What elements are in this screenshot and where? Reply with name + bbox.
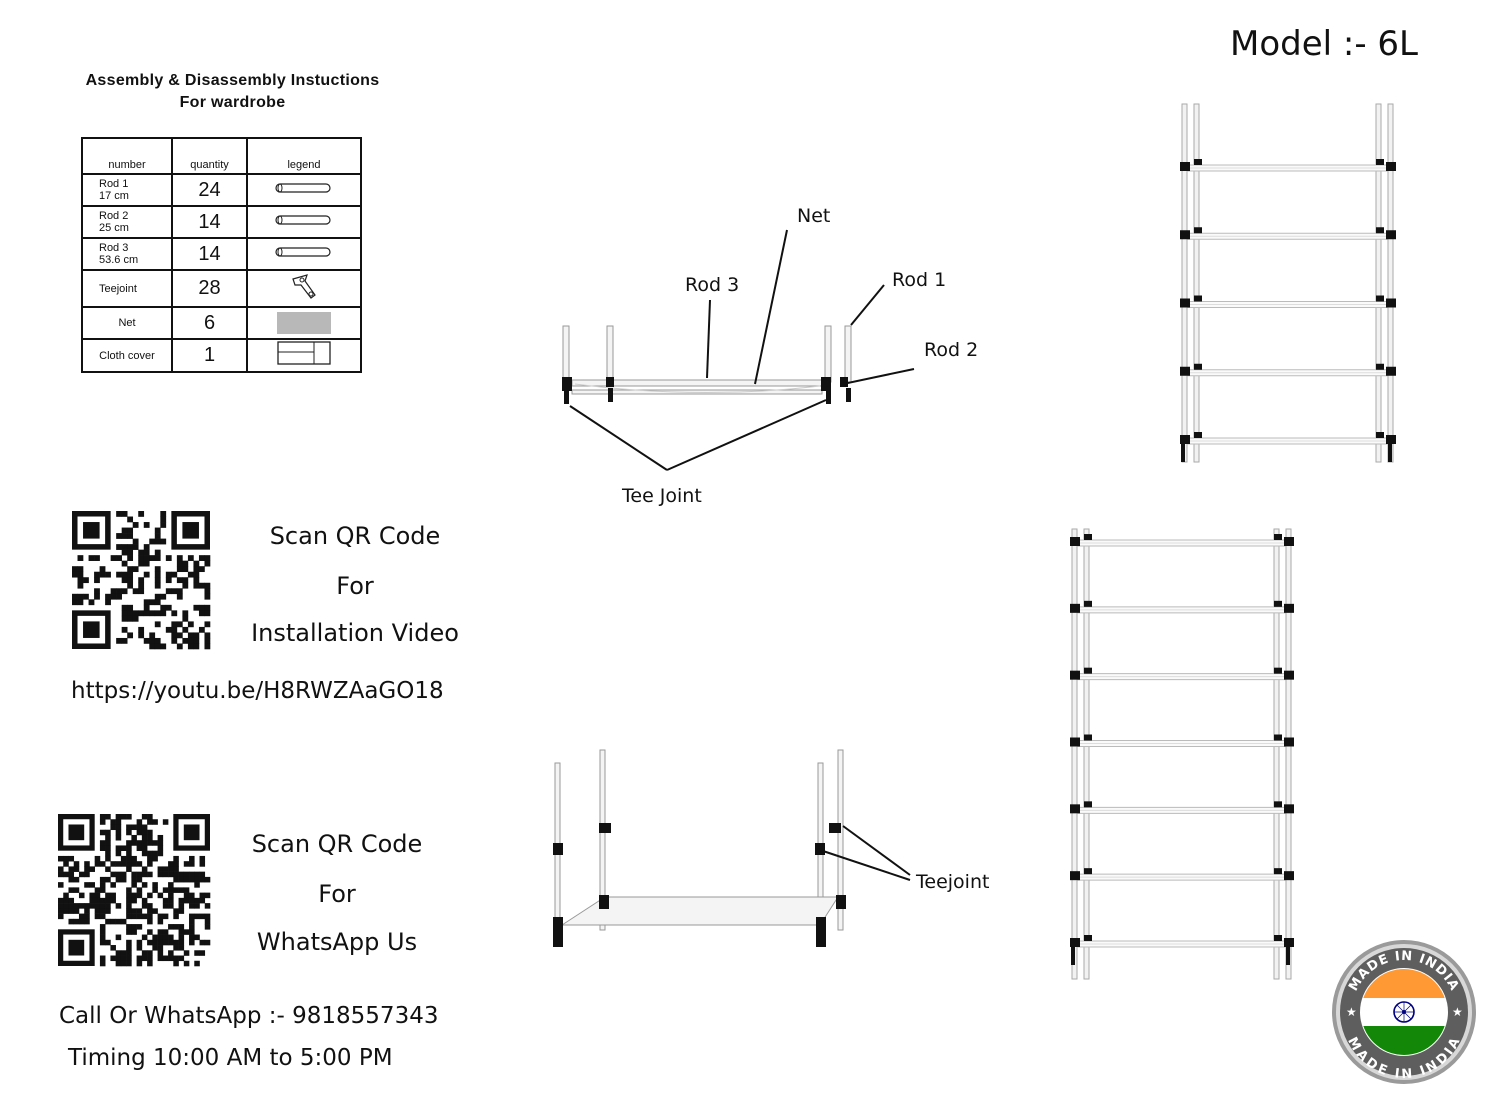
model-label: Model :- 6L <box>1230 24 1418 64</box>
table-row: Net 6 <box>81 306 362 340</box>
part-size: 53.6 cm <box>99 254 139 266</box>
star-icon: ★ <box>1346 1005 1357 1019</box>
part-name: Rod 1 <box>99 178 129 190</box>
part-size: 17 cm <box>99 190 129 202</box>
qr-code-whatsapp[interactable] <box>58 814 211 967</box>
header-legend: legend <box>246 137 362 175</box>
qr-code-video[interactable] <box>72 511 211 650</box>
rod-icon <box>275 182 331 193</box>
title-line-1: Assembly & Disassembly Instuctions <box>85 72 380 89</box>
teejoint-icon <box>292 274 316 299</box>
rod-icon <box>275 214 331 225</box>
part-name: Net <box>118 317 136 329</box>
part-name: Rod 3 <box>99 242 129 254</box>
part-name: Cloth cover <box>99 349 155 362</box>
table-row: Cloth cover 1 <box>81 338 362 373</box>
qr-video-caption: Scan QR Code For Installation Video <box>240 522 470 647</box>
header-number: number <box>81 137 173 175</box>
part-qty: 24 <box>171 173 248 207</box>
star-icon: ★ <box>1452 1005 1463 1019</box>
made-in-india-badge: MADE IN INDIA MADE IN INDIA ★ ★ <box>1332 940 1476 1084</box>
qr-video-line1: Scan QR Code <box>269 522 441 550</box>
label-tee-joint: Tee Joint <box>622 485 702 507</box>
instructions-title: Assembly & Disassembly Instuctions For w… <box>60 70 405 114</box>
base-assembly-diagram <box>562 229 915 471</box>
seven-shelf-rack-diagram <box>1070 528 1294 980</box>
title-line-2: For wardrobe <box>179 94 286 111</box>
part-qty: 14 <box>171 205 248 239</box>
label-rod3: Rod 3 <box>685 274 740 296</box>
part-qty: 1 <box>171 338 248 373</box>
frame-teejoint-diagram <box>553 749 911 947</box>
qr-video-line2: For <box>336 572 374 600</box>
qr-whatsapp-line2: For <box>318 880 356 908</box>
timing-text: Timing 10:00 AM to 5:00 PM <box>68 1045 393 1071</box>
part-qty: 28 <box>171 269 248 308</box>
label-net: Net <box>797 205 831 227</box>
label-teejoint: Teejoint <box>916 871 990 893</box>
qr-whatsapp-line3: WhatsApp Us <box>256 928 418 956</box>
cloth-cover-icon <box>277 341 331 365</box>
rod-icon <box>275 246 331 257</box>
part-name: Teejoint <box>99 282 137 295</box>
table-row: Teejoint 28 <box>81 269 362 308</box>
call-whatsapp-number[interactable]: Call Or WhatsApp :- 9818557343 <box>59 1003 439 1029</box>
part-name: Rod 2 <box>99 210 129 222</box>
label-rod2: Rod 2 <box>924 339 979 361</box>
five-shelf-rack-diagram <box>1180 103 1396 463</box>
part-qty: 6 <box>171 306 248 340</box>
header-quantity: quantity <box>171 137 248 175</box>
table-header-row: number quantity legend <box>81 137 362 175</box>
label-rod1: Rod 1 <box>892 269 947 291</box>
net-swatch <box>277 312 331 334</box>
part-size: 25 cm <box>99 222 129 234</box>
qr-whatsapp-caption: Scan QR Code For WhatsApp Us <box>222 830 452 956</box>
part-qty: 14 <box>171 237 248 271</box>
video-url-link[interactable]: https://youtu.be/H8RWZAaGO18 <box>71 678 444 704</box>
qr-video-line3: Installation Video <box>251 619 459 647</box>
qr-whatsapp-line1: Scan QR Code <box>251 830 423 858</box>
